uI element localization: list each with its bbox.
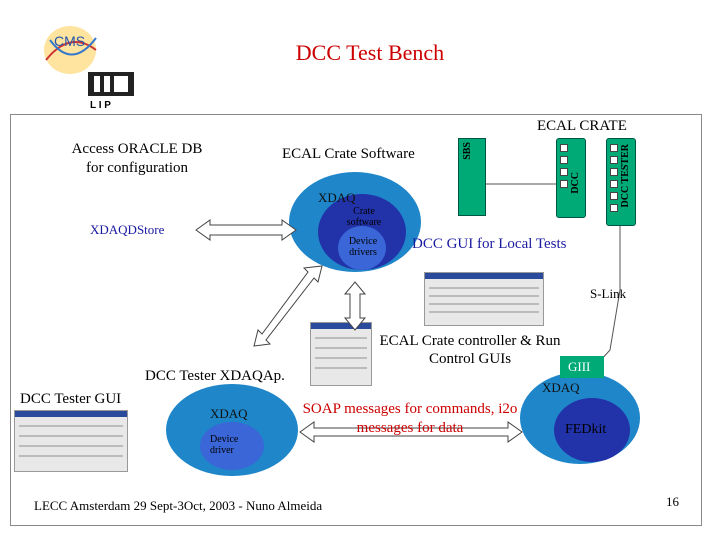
crate-controller-screenshot (310, 322, 372, 386)
device-drivers-circle (338, 226, 386, 270)
page-number: 16 (666, 494, 679, 509)
sbs-label: SBS (462, 142, 473, 160)
oracle-label: Access ORACLE DB for configuration (71, 141, 203, 176)
tester-gui-screenshot (14, 410, 128, 472)
footer-text: LECC Amsterdam 29 Sept-3Oct, 2003 - Nuno… (34, 498, 323, 513)
dcc-gui-screenshot (424, 272, 544, 326)
dcc-board (556, 138, 586, 218)
page-title: DCC Test Bench (295, 40, 445, 65)
xdaqdstore-label: XDAQDStore (90, 222, 165, 237)
slink-label: S-Link (590, 286, 627, 301)
dcc-tester-label: DCC TESTER (620, 144, 631, 208)
lip-logo-text: L I P (90, 100, 111, 110)
sbs-board (458, 138, 486, 216)
crate-software-label: Crate software (346, 206, 382, 228)
led-indicator (610, 168, 618, 176)
ecal-software-label: ECAL Crate Software (282, 146, 415, 162)
logo-area: CMS L I P (40, 20, 140, 111)
arrow-xdaqdstore (195, 219, 297, 241)
led-indicator (560, 144, 568, 152)
xdaq-right-label: XDAQ (542, 380, 580, 395)
soap-label: SOAP messages for commands, i2o messages… (302, 401, 518, 436)
giii-box (560, 356, 604, 378)
led-indicator (610, 144, 618, 152)
led-indicator (560, 180, 568, 188)
fedkit-label: FEDkit (565, 422, 607, 437)
arrow-vertical (343, 281, 367, 331)
giii-label: GIII (568, 359, 591, 374)
device-drivers-label: Device drivers (348, 236, 378, 258)
fedkit-circle (554, 398, 630, 462)
device-driver-label: Device driver (210, 434, 239, 456)
led-indicator (610, 192, 618, 200)
led-indicator (610, 180, 618, 188)
arrow-diagonal (253, 265, 323, 347)
xdaq-top-label: XDAQ (318, 190, 356, 205)
led-indicator (560, 156, 568, 164)
tester-gui-label: DCC Tester GUI (20, 391, 122, 407)
arrow-soap (299, 421, 523, 443)
led-indicator (610, 156, 618, 164)
cms-logo-text: CMS (54, 33, 85, 49)
xdaq-bottom-label: XDAQ (210, 406, 248, 421)
dcc-gui-label: DCC GUI for Local Tests (412, 236, 567, 252)
cms-logo-icon: CMS L I P (44, 26, 134, 111)
tester-xdaq-label: DCC Tester XDAQAp. (145, 368, 285, 384)
crate-controller-label: ECAL Crate controller & Run Control GUIs (379, 333, 561, 367)
ecal-crate-label: ECAL CRATE (537, 118, 627, 134)
dcc-label: DCC (570, 172, 581, 194)
device-driver-circle (200, 422, 264, 470)
led-indicator (560, 168, 568, 176)
led-indicator (610, 204, 618, 212)
